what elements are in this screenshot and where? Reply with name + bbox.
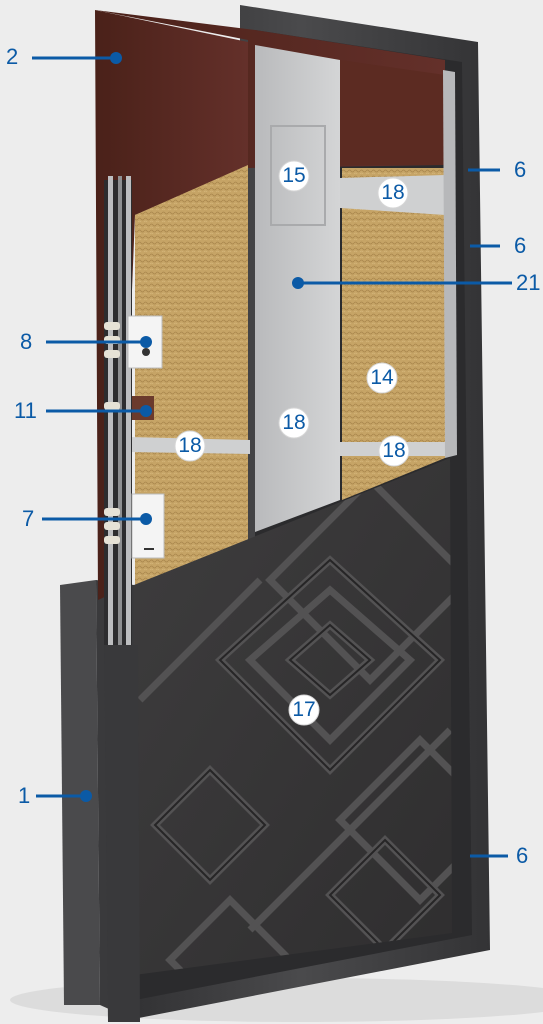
lower-lock-bolt-2 (104, 522, 120, 530)
lower-lock-bolt-3 (104, 536, 120, 544)
leader-dots (80, 52, 304, 802)
callout-label-1: 1 (18, 783, 31, 808)
callout-label-6-bottom: 6 (516, 843, 529, 868)
callout-label-2: 2 (6, 44, 19, 69)
upper-lock-keyhole-icon (142, 348, 150, 356)
lower-lock-slot (144, 548, 154, 550)
badge-circle-15 (278, 160, 310, 192)
callout-label-8: 8 (20, 329, 33, 354)
badge-label-18-center: 18 (282, 411, 306, 434)
frame-left-post (60, 580, 100, 1005)
lock-edge-rail-2 (118, 176, 122, 651)
badge-label-17: 17 (292, 698, 316, 721)
upper-lock-bolt-1 (104, 322, 120, 330)
lower-lock-bolt-1 (104, 508, 120, 516)
callout-label-6-top: 6 (514, 157, 527, 182)
stiffener-window-frame (270, 125, 326, 226)
leader-dot-2 (110, 52, 122, 64)
callout-label-11: 11 (14, 398, 37, 423)
badge-label-18-left: 18 (178, 434, 202, 457)
leader-dot-1 (80, 790, 92, 802)
badge-circle-18-right (378, 435, 410, 467)
badge-circle-18-top (377, 177, 409, 209)
badge-circle-18-center (278, 407, 310, 439)
leader-dot-7 (140, 513, 152, 525)
badge-label-18-right: 18 (382, 439, 406, 462)
badge-label-14: 14 (370, 366, 394, 389)
leader-dot-8 (140, 336, 152, 348)
callout-label-21: 21 (516, 270, 541, 295)
leader-lines (32, 56, 512, 858)
leader-dot-21 (292, 277, 304, 289)
badge-circle-17 (288, 694, 320, 726)
lower-lock-body (131, 493, 165, 559)
badge-circle-18-left (174, 430, 206, 462)
badge-circle-14 (366, 362, 398, 394)
callout-label-7: 7 (22, 506, 35, 531)
badge-label-15: 15 (282, 164, 306, 187)
badge-label-18-top: 18 (381, 181, 405, 204)
lock-edge-rail-1 (108, 176, 113, 651)
lock-edge-rail-3 (126, 176, 131, 651)
insulation-left (135, 165, 248, 585)
brown-panel-right-top (340, 60, 445, 165)
latch-bolt (104, 402, 120, 410)
leaf-front-edge (104, 645, 140, 1022)
steel-rib-vertical-right (443, 70, 457, 458)
badge-circles (174, 160, 410, 726)
callout-label-6-mid: 6 (514, 233, 527, 258)
leader-dot-11 (140, 405, 152, 417)
brown-panel-left (95, 10, 248, 600)
upper-lock-bolt-3 (104, 350, 120, 358)
insulation-right (342, 205, 445, 500)
